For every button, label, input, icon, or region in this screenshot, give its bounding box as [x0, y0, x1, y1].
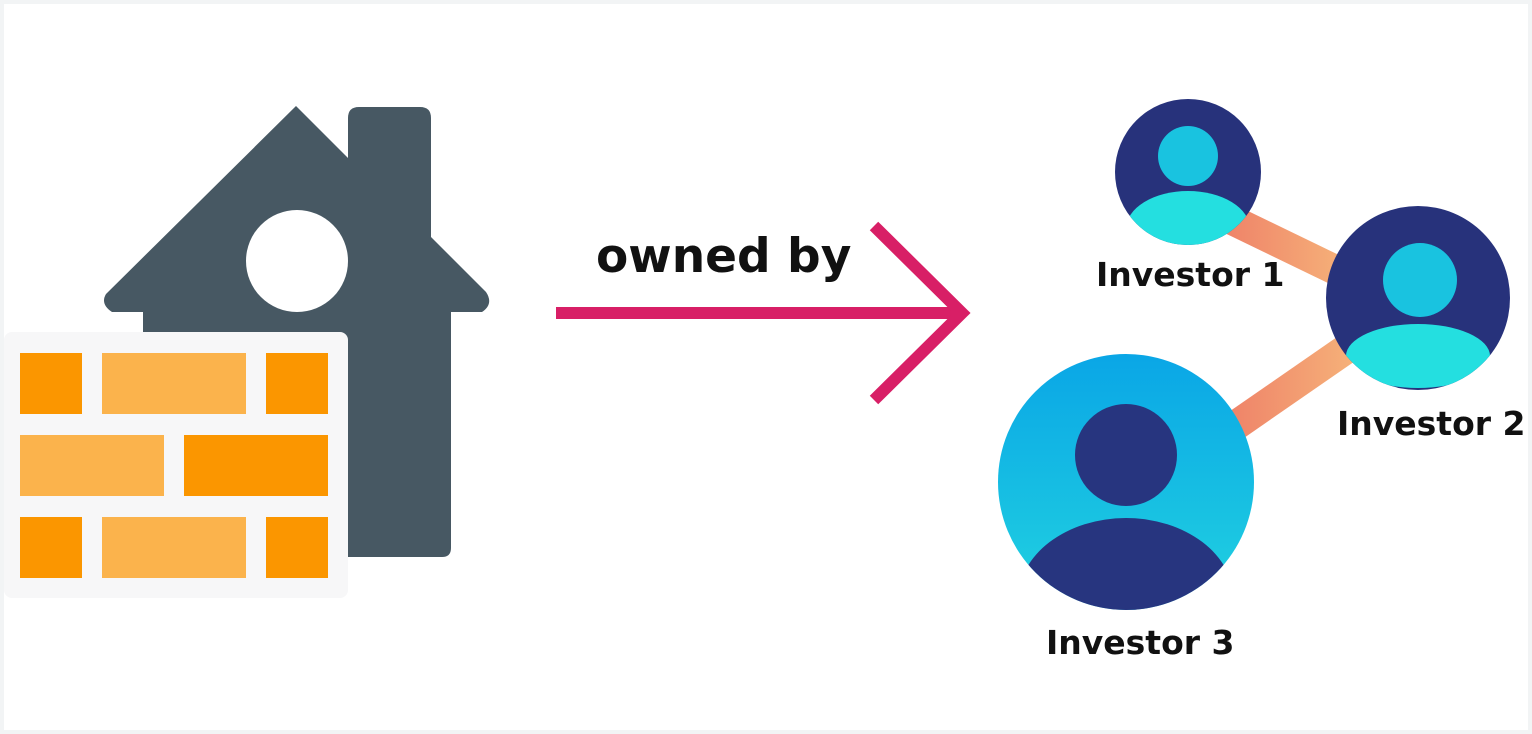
connector-2-3: [1223, 325, 1371, 441]
arrow-icon: [556, 221, 971, 405]
investor-2-label: Investor 2: [1337, 404, 1525, 443]
house-window: [246, 210, 348, 312]
relation-label: owned by: [596, 229, 851, 284]
brick-wall-icon: [4, 332, 348, 598]
investor-2-node: [1326, 206, 1510, 390]
investor-1-label: Investor 1: [1096, 255, 1284, 294]
investor-3-label: Investor 3: [1046, 623, 1234, 662]
investor-3-node: [998, 354, 1254, 610]
investor-1-node: [1115, 99, 1261, 245]
